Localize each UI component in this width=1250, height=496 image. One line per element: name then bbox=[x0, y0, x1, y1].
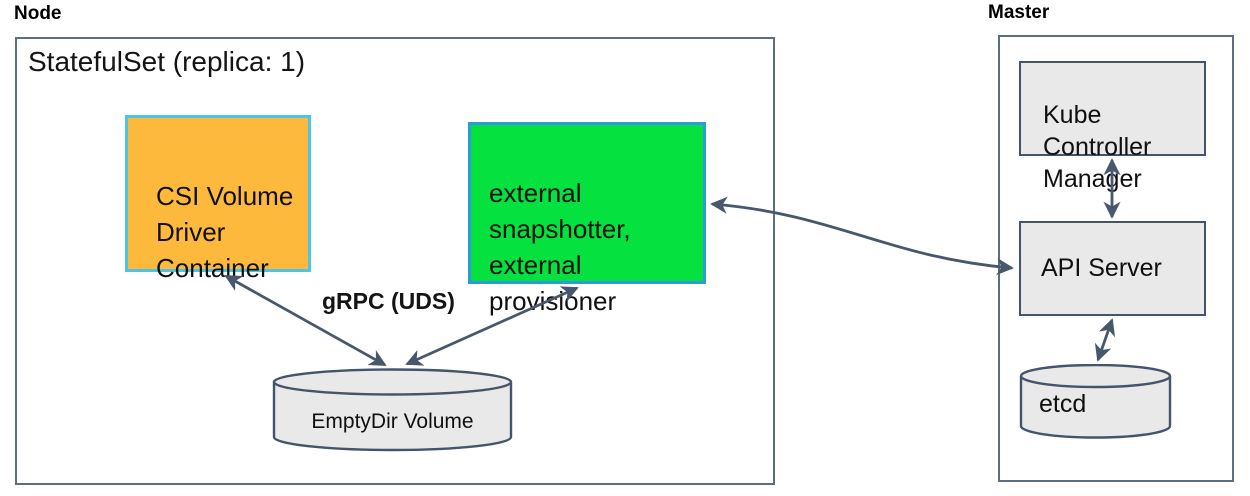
api-server-box: API Server bbox=[1019, 221, 1206, 316]
csi-volume-driver-box: CSI Volume Driver Container bbox=[125, 115, 311, 283]
grpc-uds-label: gRPC (UDS) bbox=[322, 288, 455, 314]
external-sidecar-label: external snapshotter, external provision… bbox=[489, 178, 631, 316]
master-group-label: Master bbox=[988, 2, 1050, 23]
etcd-cylinder-shape bbox=[1019, 364, 1172, 439]
emptydir-label: EmptyDir Volume bbox=[311, 410, 474, 433]
statefulset-title: StatefulSet (replica: 1) bbox=[28, 46, 306, 77]
emptydir-cylinder: EmptyDir Volume bbox=[272, 368, 513, 452]
node-group-label: Node bbox=[14, 3, 62, 24]
etcd-label: etcd bbox=[1039, 390, 1087, 418]
external-sidecar-box: external snapshotter, external provision… bbox=[468, 122, 706, 316]
etcd-cylinder: etcd bbox=[1019, 364, 1172, 440]
csi-volume-driver-label: CSI Volume Driver Container bbox=[156, 181, 294, 283]
emptydir-cylinder-shape bbox=[272, 368, 513, 452]
kube-controller-manager-label: Kube Controller Manager bbox=[1043, 101, 1152, 193]
api-server-label: API Server bbox=[1041, 254, 1162, 282]
kube-controller-manager-box: Kube Controller Manager bbox=[1019, 61, 1206, 193]
